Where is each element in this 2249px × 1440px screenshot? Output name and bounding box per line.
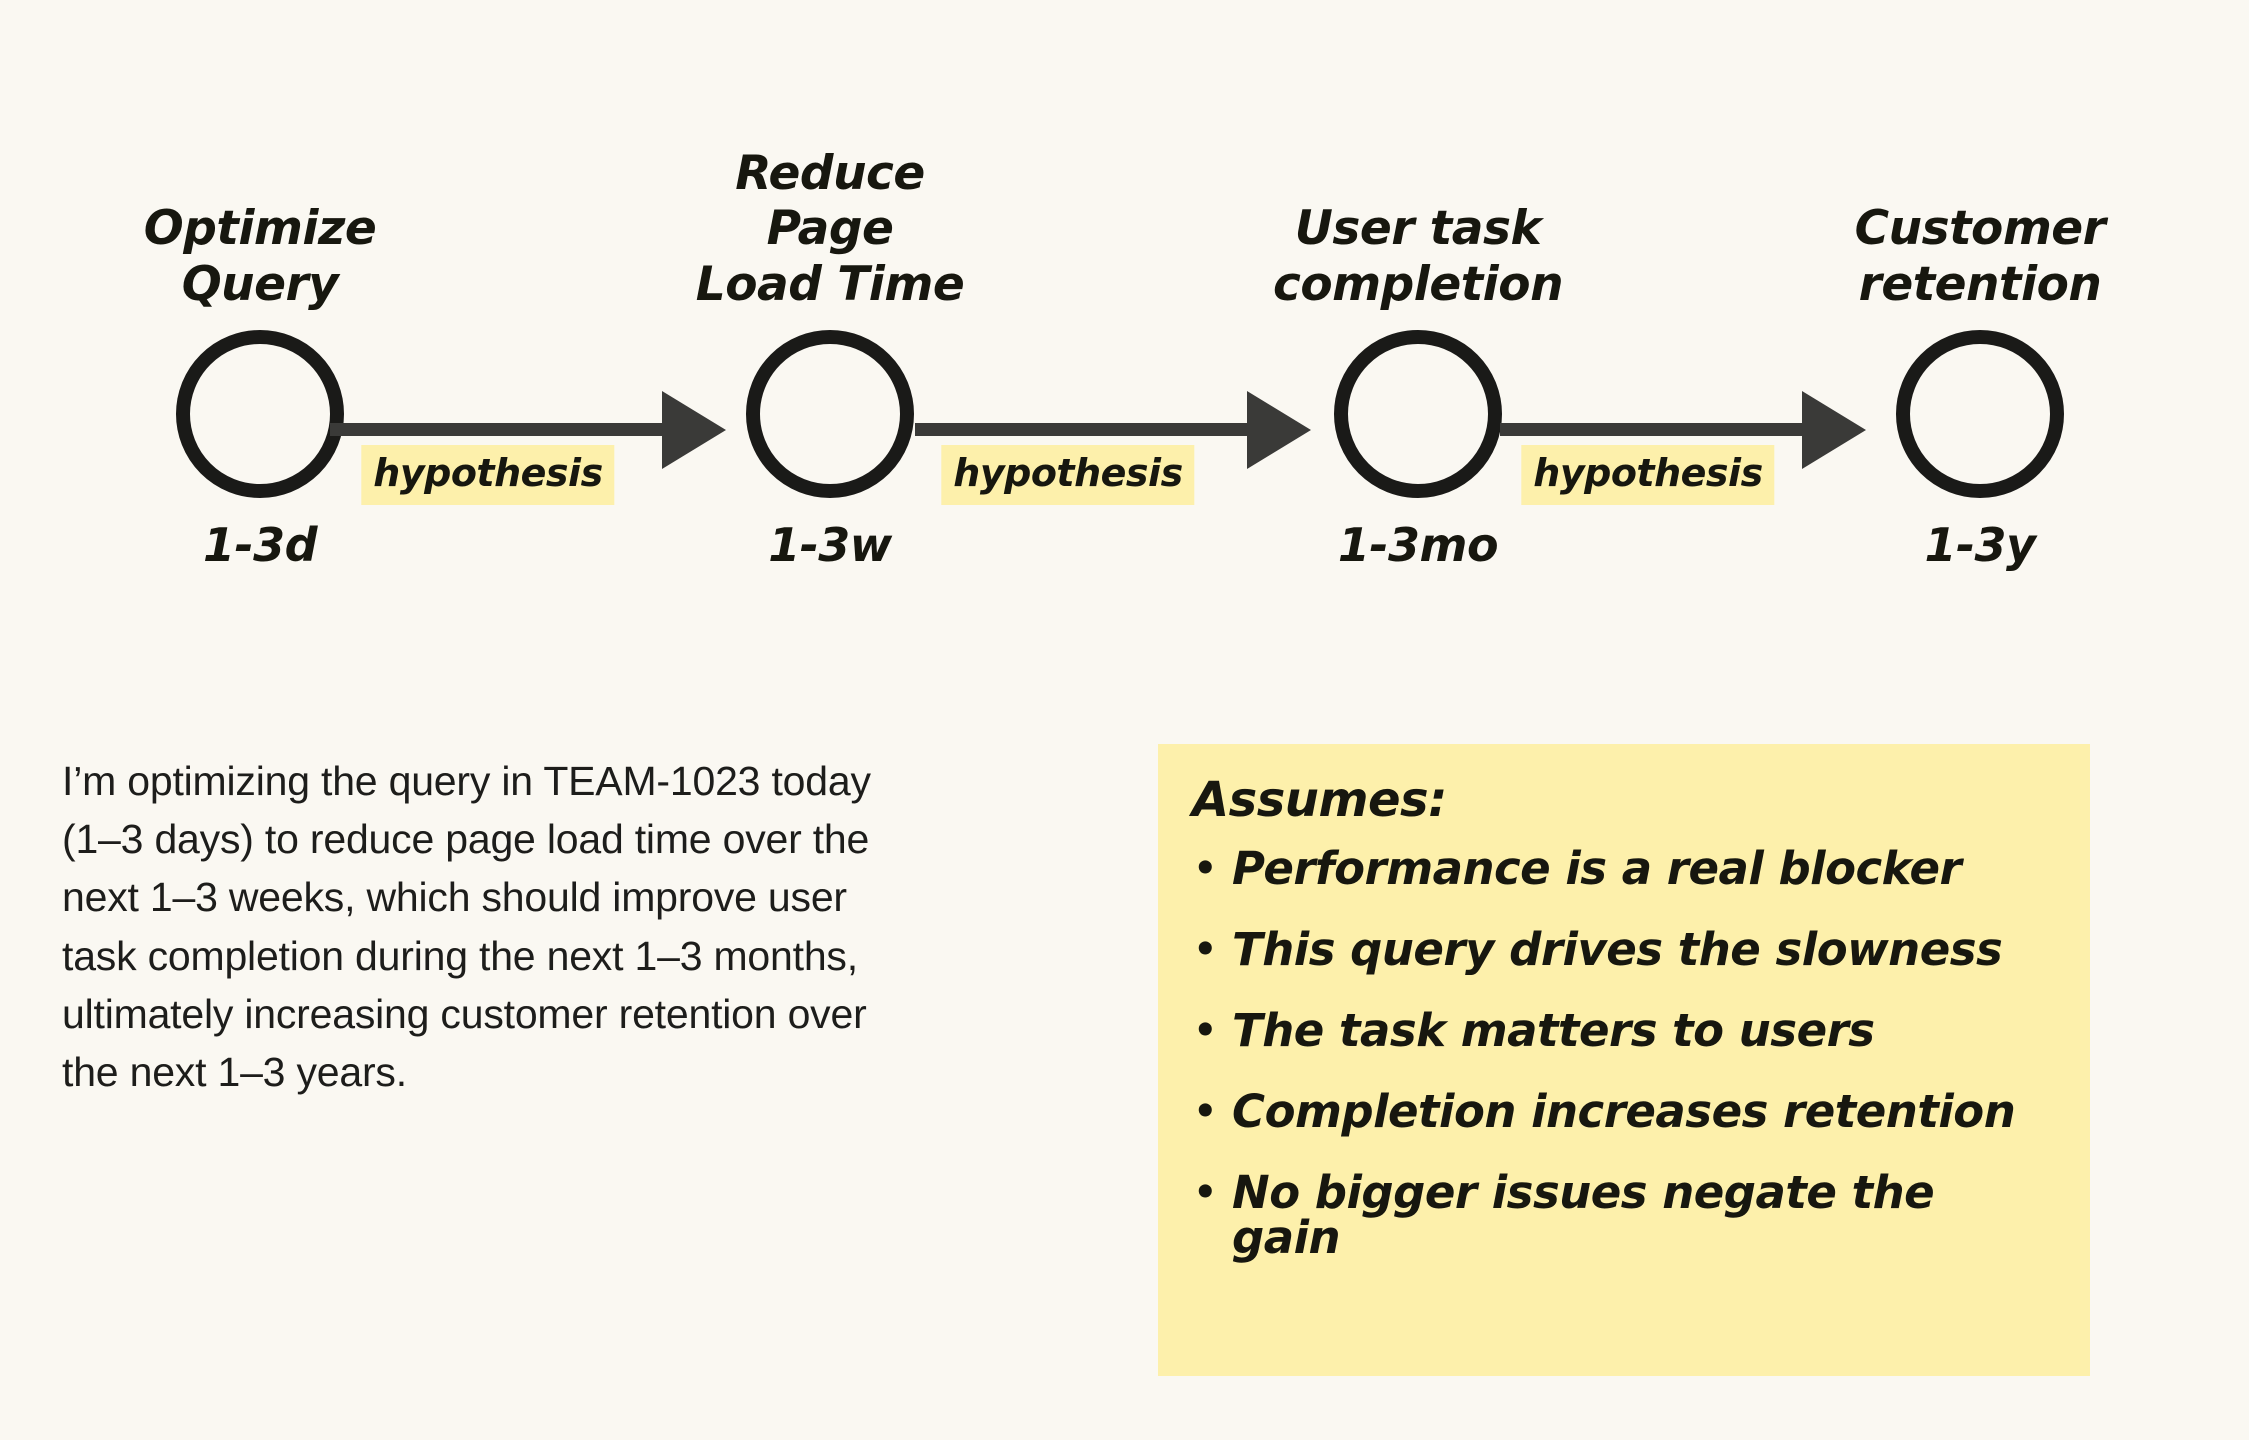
chain-node-4-duration: 1-3y xyxy=(1924,518,2036,572)
assumptions-panel: Assumes: • Performance is a real blocker… xyxy=(1158,744,2090,1376)
chain-node-2-title: Reduce Page Load Time xyxy=(695,145,965,312)
chain-node-2-circle[interactable] xyxy=(746,330,914,498)
chain-node-1-title: Optimize Query xyxy=(143,201,377,312)
chain-node-1-circle[interactable] xyxy=(176,330,344,498)
chain-edge-1-arrowhead xyxy=(662,391,726,469)
assumption-item-1-text: Performance is a real blocker xyxy=(1232,842,1962,895)
bullet-icon: • xyxy=(1192,1166,1219,1219)
chain-node-3-title: User task completion xyxy=(1272,201,1564,312)
bullet-icon: • xyxy=(1192,923,1219,976)
chain-edge-2: hypothesis xyxy=(915,345,1315,515)
chain-edge-1-label: hypothesis xyxy=(361,445,615,505)
assumption-item-5-text: No bigger issues negate the gain xyxy=(1232,1166,1935,1264)
chain-node-2-duration: 1-3w xyxy=(768,518,892,572)
chain-edge-2-arrowhead xyxy=(1247,391,1311,469)
chain-edge-1: hypothesis xyxy=(330,345,730,515)
assumption-item-2-text: This query drives the slowness xyxy=(1232,923,2003,976)
assumption-item-5: • No bigger issues negate the gain xyxy=(1192,1170,2056,1260)
chain-node-4-title: Customer retention xyxy=(1854,201,2106,312)
impact-chain-diagram: Optimize Query 1-3d hypothesis Reduce Pa… xyxy=(0,0,2249,700)
bullet-icon: • xyxy=(1192,1085,1219,1138)
chain-edge-1-line xyxy=(330,423,666,436)
chain-edge-3-arrowhead xyxy=(1802,391,1866,469)
bullet-icon: • xyxy=(1192,1004,1219,1057)
assumption-item-3: • The task matters to users xyxy=(1192,1008,2056,1053)
assumption-item-4-text: Completion increases retention xyxy=(1232,1085,2016,1138)
assumption-item-2: • This query drives the slowness xyxy=(1192,927,2056,972)
chain-edge-3-label: hypothesis xyxy=(1521,445,1775,505)
assumption-item-1: • Performance is a real blocker xyxy=(1192,846,2056,891)
chain-node-3-duration: 1-3mo xyxy=(1337,518,1499,572)
chain-edge-3-line xyxy=(1500,423,1806,436)
chain-node-4-circle[interactable] xyxy=(1896,330,2064,498)
chain-node-1-duration: 1-3d xyxy=(202,518,318,572)
bullet-icon: • xyxy=(1192,842,1219,895)
assumption-item-4: • Completion increases retention xyxy=(1192,1089,2056,1134)
chain-edge-2-label: hypothesis xyxy=(941,445,1195,505)
assumption-item-3-text: The task matters to users xyxy=(1232,1004,1875,1057)
chain-edge-3: hypothesis xyxy=(1500,345,1870,515)
narrative-paragraph: I’m optimizing the query in TEAM-1023 to… xyxy=(62,758,871,1096)
chain-edge-2-line xyxy=(915,423,1251,436)
chain-node-3-circle[interactable] xyxy=(1334,330,1502,498)
assumptions-heading: Assumes: xyxy=(1192,772,1447,828)
